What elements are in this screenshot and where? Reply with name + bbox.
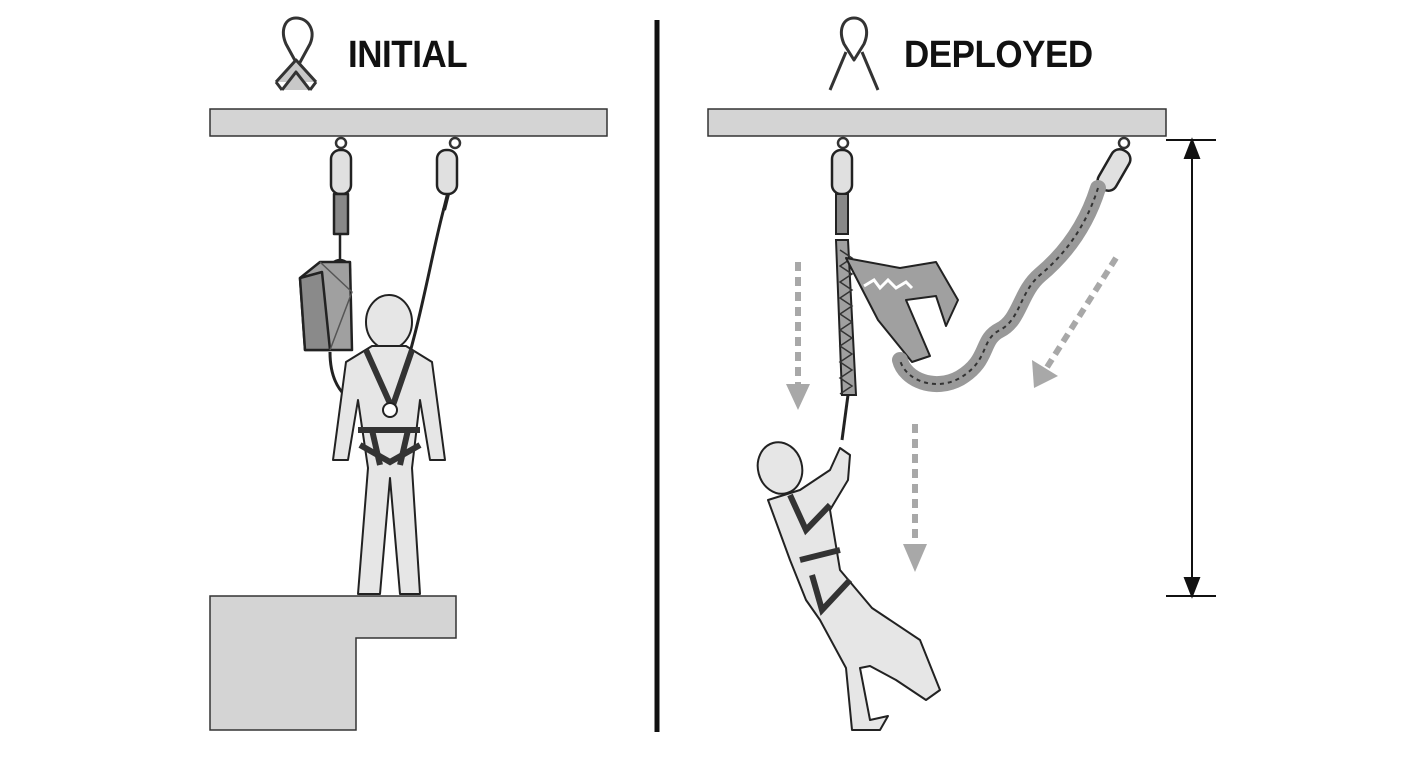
worker-standing — [332, 294, 446, 595]
torn-pack-cover — [845, 257, 959, 363]
harness-deployed — [787, 493, 853, 616]
anchor-closed-icon — [274, 16, 318, 91]
panel-title-initial: INITIAL — [348, 34, 468, 76]
initial-panel — [209, 108, 608, 731]
ledge — [209, 595, 457, 731]
ceiling-beam-deployed — [707, 108, 1167, 137]
fall-distance-indicator — [1166, 137, 1216, 599]
anchor-open-icon — [828, 16, 880, 91]
energy-absorber-pack — [298, 148, 354, 352]
ceiling-beam — [209, 108, 608, 137]
lanyard-carabiner-right — [435, 148, 459, 211]
deployed-panel — [707, 108, 1216, 731]
panel-title-deployed: DEPLOYED — [904, 34, 1093, 76]
motion-arrows — [795, 256, 1119, 548]
worker-suspended — [756, 441, 941, 731]
